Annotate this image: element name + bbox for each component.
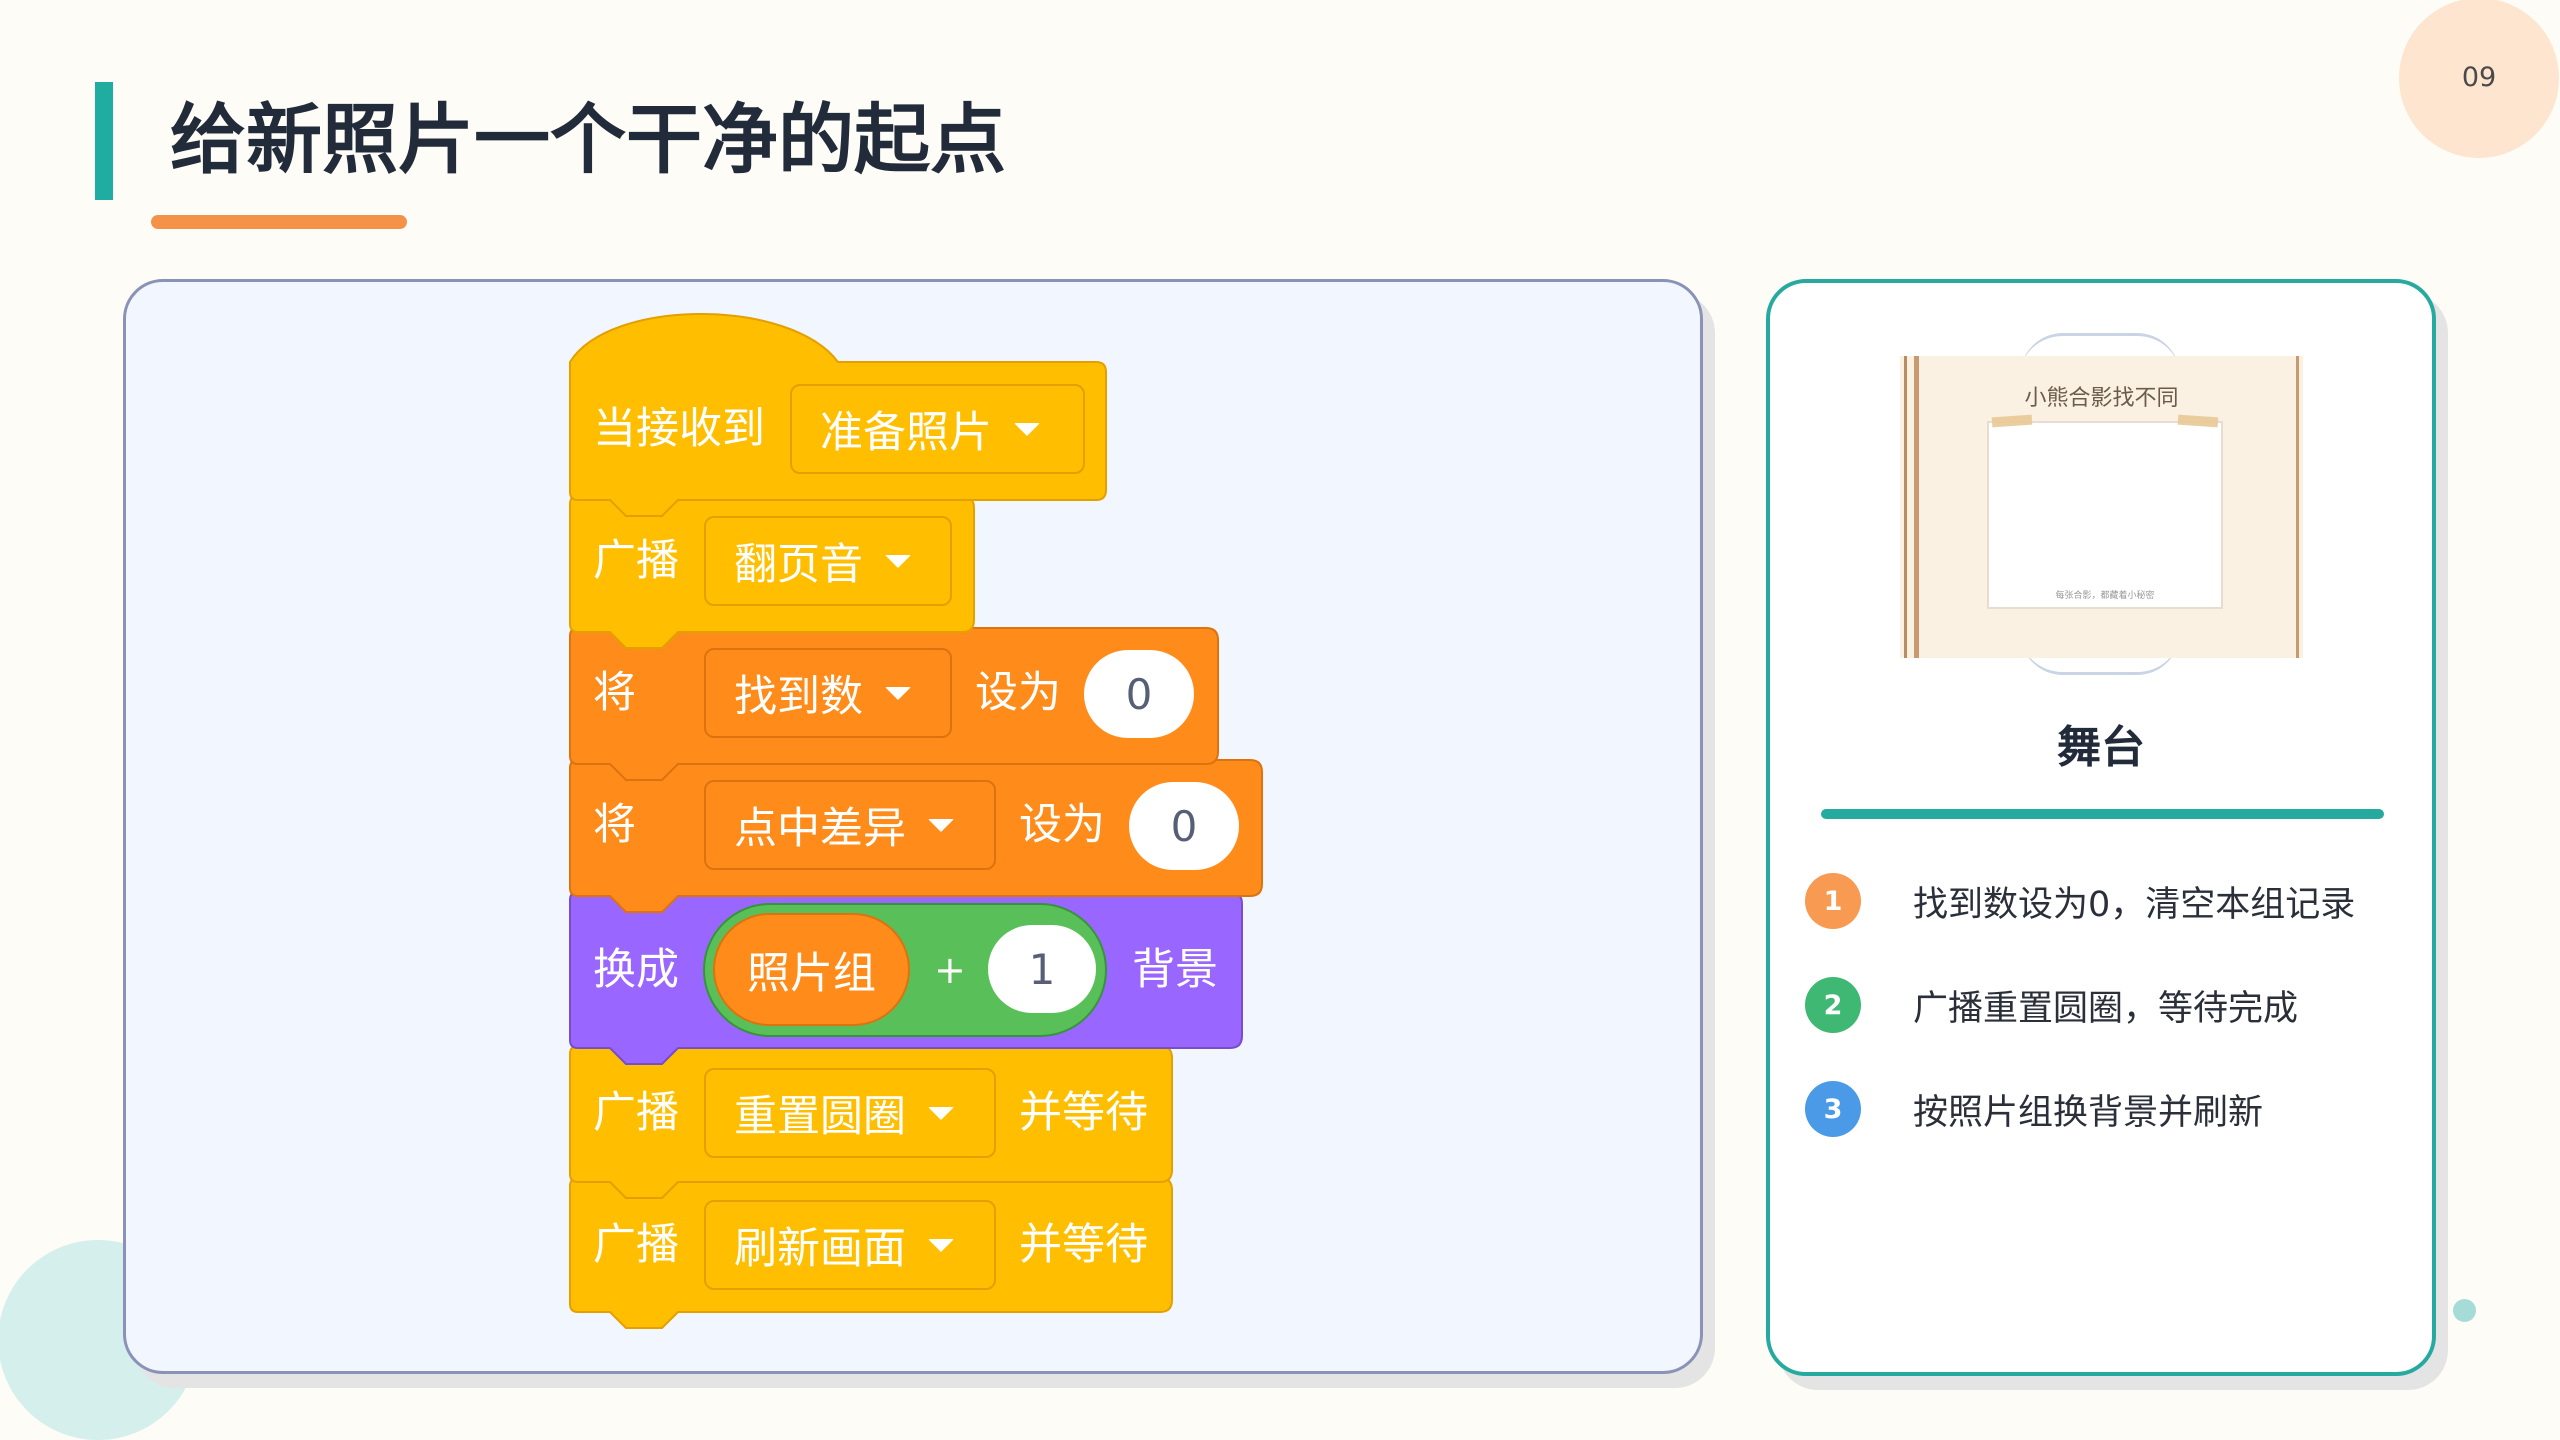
stage-label: 舞台 bbox=[2057, 722, 2145, 773]
broadcast-2-suffix: 并等待 bbox=[1019, 1088, 1148, 1138]
stage-thumbnail-caption: 小熊合影找不同 bbox=[2024, 386, 2179, 411]
chevron-down-icon bbox=[885, 686, 911, 700]
stage-divider bbox=[1821, 809, 2384, 819]
switch-label: 换成 bbox=[593, 945, 679, 995]
set-2-label: 将 bbox=[593, 800, 636, 850]
stage-photo-card: 每张合影，都藏着小秘密 bbox=[1987, 421, 2223, 609]
broadcast-2-message-text: 重置圆圈 bbox=[734, 1092, 906, 1142]
broadcast-1-dropdown[interactable]: 翻页音 bbox=[704, 516, 952, 606]
step-text: 找到数设为0，清空本组记录 bbox=[1913, 884, 2356, 925]
chevron-down-icon bbox=[885, 554, 911, 568]
step-number-badge: 3 bbox=[1805, 1081, 1861, 1137]
broadcast-2-dropdown[interactable]: 重置圆圈 bbox=[704, 1068, 996, 1158]
set-2-to-label: 设为 bbox=[1019, 800, 1105, 850]
broadcast-1-label: 广播 bbox=[593, 536, 679, 586]
frame-rail-left bbox=[1904, 356, 1907, 658]
set-2-value-input[interactable]: 0 bbox=[1129, 782, 1239, 870]
chevron-down-icon bbox=[928, 818, 954, 832]
hat-message-dropdown[interactable]: 准备照片 bbox=[790, 384, 1085, 474]
decor-circle-top-right bbox=[2399, 0, 2559, 158]
hat-message-text: 准备照片 bbox=[820, 408, 992, 458]
stage-arc-top bbox=[2020, 333, 2180, 376]
stage-thumbnail-footer: 每张合影，都藏着小秘密 bbox=[2055, 591, 2155, 601]
title-underline bbox=[151, 215, 407, 229]
broadcast-1-message-text: 翻页音 bbox=[734, 540, 863, 590]
chevron-down-icon bbox=[928, 1238, 954, 1252]
photo-group-reporter[interactable]: 照片组 bbox=[713, 913, 910, 1026]
set-2-variable-text: 点中差异 bbox=[734, 804, 906, 854]
step-text: 广播重置圆圈，等待完成 bbox=[1913, 988, 2299, 1029]
set-2-variable-dropdown[interactable]: 点中差异 bbox=[704, 780, 996, 870]
plus-operator: + bbox=[934, 948, 966, 992]
hat-label: 当接收到 bbox=[593, 404, 765, 454]
broadcast-3-dropdown[interactable]: 刷新画面 bbox=[704, 1200, 996, 1290]
step-item-3: 3 按照片组换背景并刷新 bbox=[1805, 1079, 2263, 1139]
step-item-1: 1 找到数设为0，清空本组记录 bbox=[1805, 871, 2355, 931]
chevron-down-icon bbox=[1014, 422, 1040, 436]
stage-arc-bottom bbox=[2020, 632, 2180, 675]
frame-rail-left-inner bbox=[1914, 356, 1919, 658]
broadcast-2-label: 广播 bbox=[593, 1088, 679, 1138]
broadcast-3-label: 广播 bbox=[593, 1220, 679, 1270]
frame-rail-right bbox=[2296, 356, 2299, 658]
set-1-label: 将 bbox=[593, 668, 636, 718]
broadcast-3-suffix: 并等待 bbox=[1019, 1220, 1148, 1270]
chevron-down-icon bbox=[928, 1106, 954, 1120]
set-1-to-label: 设为 bbox=[975, 668, 1061, 718]
page-title: 给新照片一个干净的起点 bbox=[170, 95, 1006, 184]
step-text: 按照片组换背景并刷新 bbox=[1913, 1092, 2264, 1133]
broadcast-3-message-text: 刷新画面 bbox=[734, 1224, 906, 1274]
step-item-2: 2 广播重置圆圈，等待完成 bbox=[1805, 975, 2298, 1035]
decor-dot bbox=[2453, 1299, 2476, 1322]
switch-value-input[interactable]: 1 bbox=[988, 925, 1096, 1013]
switch-suffix-label: 背景 bbox=[1132, 945, 1218, 995]
set-1-variable-text: 找到数 bbox=[734, 672, 863, 722]
step-number-badge: 1 bbox=[1805, 873, 1861, 929]
set-1-variable-dropdown[interactable]: 找到数 bbox=[704, 648, 952, 738]
set-1-value-input[interactable]: 0 bbox=[1084, 650, 1194, 738]
title-accent-bar bbox=[95, 82, 113, 200]
page-number: 09 bbox=[2461, 62, 2497, 93]
step-number-badge: 2 bbox=[1805, 977, 1861, 1033]
stage-thumbnail[interactable]: 小熊合影找不同 每张合影，都藏着小秘密 bbox=[1900, 356, 2303, 658]
